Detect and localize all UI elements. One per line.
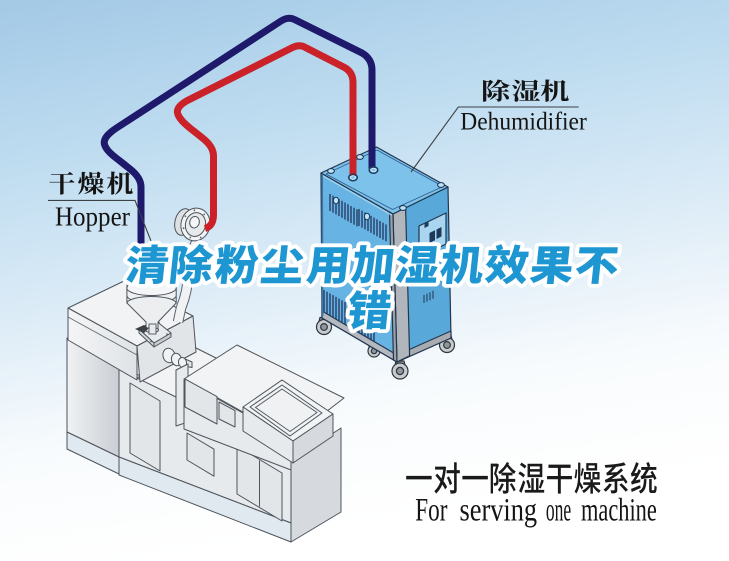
svg-text:Hopper: Hopper <box>55 201 130 232</box>
svg-text:machine: machine <box>581 493 657 529</box>
svg-text:For: For <box>415 493 447 529</box>
svg-text:serving: serving <box>460 493 538 529</box>
svg-text:Dehumidifier: Dehumidifier <box>460 107 587 136</box>
svg-text:one: one <box>546 493 571 529</box>
